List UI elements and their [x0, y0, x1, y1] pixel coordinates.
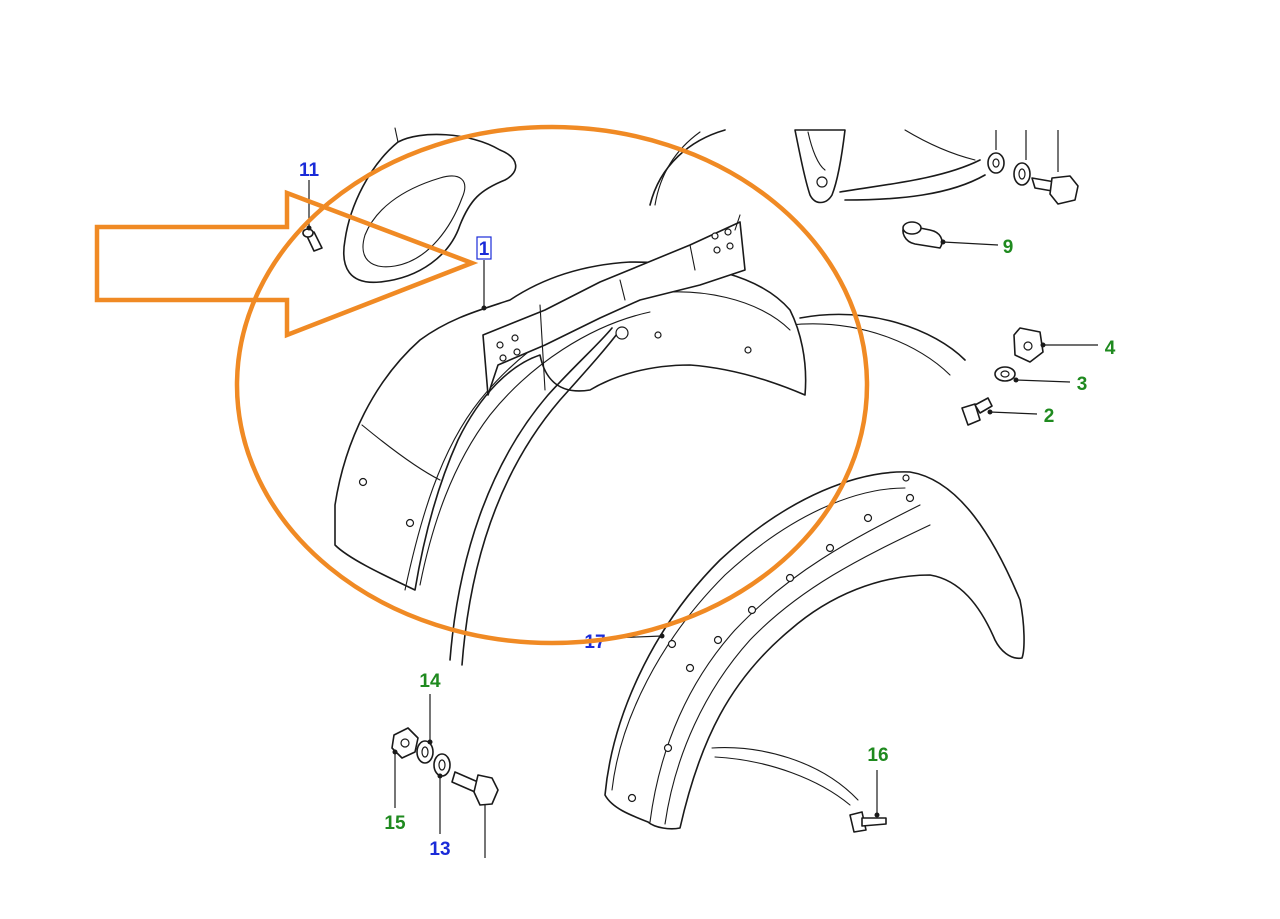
callout-9: 9: [1003, 237, 1014, 258]
callout-3: 3: [1077, 374, 1088, 395]
spacer-bush: [902, 221, 999, 249]
highlight-annotation: [94, 124, 870, 646]
highlight-ellipse: [234, 124, 870, 646]
callout-11: 11: [299, 160, 320, 181]
callout-1-box: [476, 236, 492, 260]
clip-nut: [1013, 327, 1098, 363]
washer: [994, 366, 1071, 383]
push-rivet: [711, 747, 887, 833]
callout-4: 4: [1105, 338, 1116, 359]
wheel-arch-extension: [604, 471, 1025, 830]
lower-fastener-set: [391, 694, 499, 858]
upper-bolt-assembly: [987, 130, 1079, 205]
mudflap-bracket: [343, 127, 517, 284]
highlight-arrow: [94, 189, 479, 339]
callout-13: 13: [429, 839, 450, 860]
wheel-arch-liner: [334, 214, 807, 666]
upper-mount-bracket: [794, 129, 986, 204]
callout-2: 2: [1044, 406, 1055, 427]
screw: [961, 397, 1038, 426]
callout-16: 16: [867, 745, 888, 766]
callout-14: 14: [419, 671, 441, 692]
body-panel-curve: [789, 313, 966, 376]
body-panel-edge: [649, 129, 726, 206]
callout-15: 15: [384, 813, 406, 834]
callout-1: 1: [479, 239, 490, 260]
